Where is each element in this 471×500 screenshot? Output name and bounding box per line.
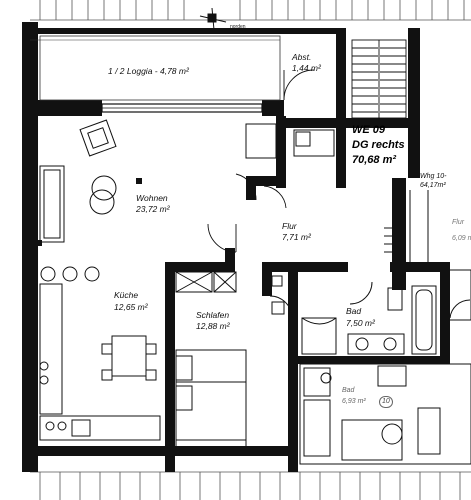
compass-label: norden [230, 24, 246, 30]
kitchen-counter [39, 283, 63, 415]
neighbor-stair [384, 190, 429, 262]
wohnen-marker [136, 178, 142, 184]
table-round [91, 175, 117, 201]
room-area-abst: 1,44 m² [292, 63, 321, 73]
unit-id: WE 09 [352, 124, 386, 136]
roof-hatching-top [30, 0, 471, 21]
neighbor-label-whg10: Whg 10- [420, 173, 447, 180]
wall-schlafen-top [165, 262, 225, 272]
wohnen-furniture [39, 119, 335, 243]
neighbor-label-bad: Bad [342, 387, 355, 394]
room-label-schlafen: Schlafen [196, 310, 230, 320]
room-label-wohnen: Wohnen [136, 193, 168, 203]
wall-top [22, 28, 342, 34]
compass-icon [199, 7, 227, 31]
wall-facade-left [22, 100, 102, 116]
wall-abst-right [336, 28, 346, 118]
neighbor-area-whg10: 64,17m² [420, 182, 446, 189]
door-arc-wohnen [207, 223, 237, 253]
bad-furniture [301, 281, 437, 355]
room-area-kueche: 12,65 m² [114, 302, 148, 312]
room-label-flur: Flur [282, 221, 297, 231]
room-label-abst: Abst. [292, 52, 312, 62]
wall-right-flur [392, 178, 406, 290]
room-label-kueche: Küche [114, 290, 139, 300]
room-area-wohnen: 23,72 m² [136, 204, 170, 214]
dining-table [111, 335, 147, 377]
armchair [79, 119, 117, 157]
unit-floor: DG rechts [352, 139, 405, 151]
wall-bad-bottom [298, 356, 450, 364]
kitchen-furniture [39, 266, 161, 441]
loggia-outline [39, 35, 281, 101]
abst-door-arc [283, 69, 315, 101]
neighbor-area-flur: 6,09 m [452, 235, 471, 242]
neighbor-area-bad: 6,93 m² [342, 398, 366, 405]
sofa [39, 165, 65, 243]
neighbor-rooms [299, 269, 471, 465]
unit-area: 70,68 m² [352, 154, 397, 166]
wall-left [22, 22, 38, 472]
wall-facade-right [262, 100, 284, 116]
neighbor-number-bad: 10 [379, 396, 393, 408]
wall-inner-1 [276, 116, 286, 188]
bathtub [411, 285, 437, 355]
schlafen-furniture [175, 271, 247, 451]
walls [22, 22, 450, 472]
double-bed [175, 349, 247, 451]
room-area-bad: 7,50 m² [346, 318, 375, 328]
room-label-loggia: 1 / 2 Loggia - 4,78 m² [108, 66, 189, 76]
room-label-bad: Bad [346, 306, 362, 316]
neighbor-label-flur: Flur [452, 219, 465, 226]
wall-bottom [22, 446, 298, 456]
desk [293, 129, 335, 157]
wall-schlafen-left [165, 262, 175, 472]
room-area-flur: 7,71 m² [282, 232, 311, 242]
wall-schlafen-right [288, 262, 298, 472]
room-area-schlafen: 12,88 m² [196, 321, 230, 331]
roof-hatching-bottom [30, 471, 471, 500]
staircase [351, 39, 407, 119]
